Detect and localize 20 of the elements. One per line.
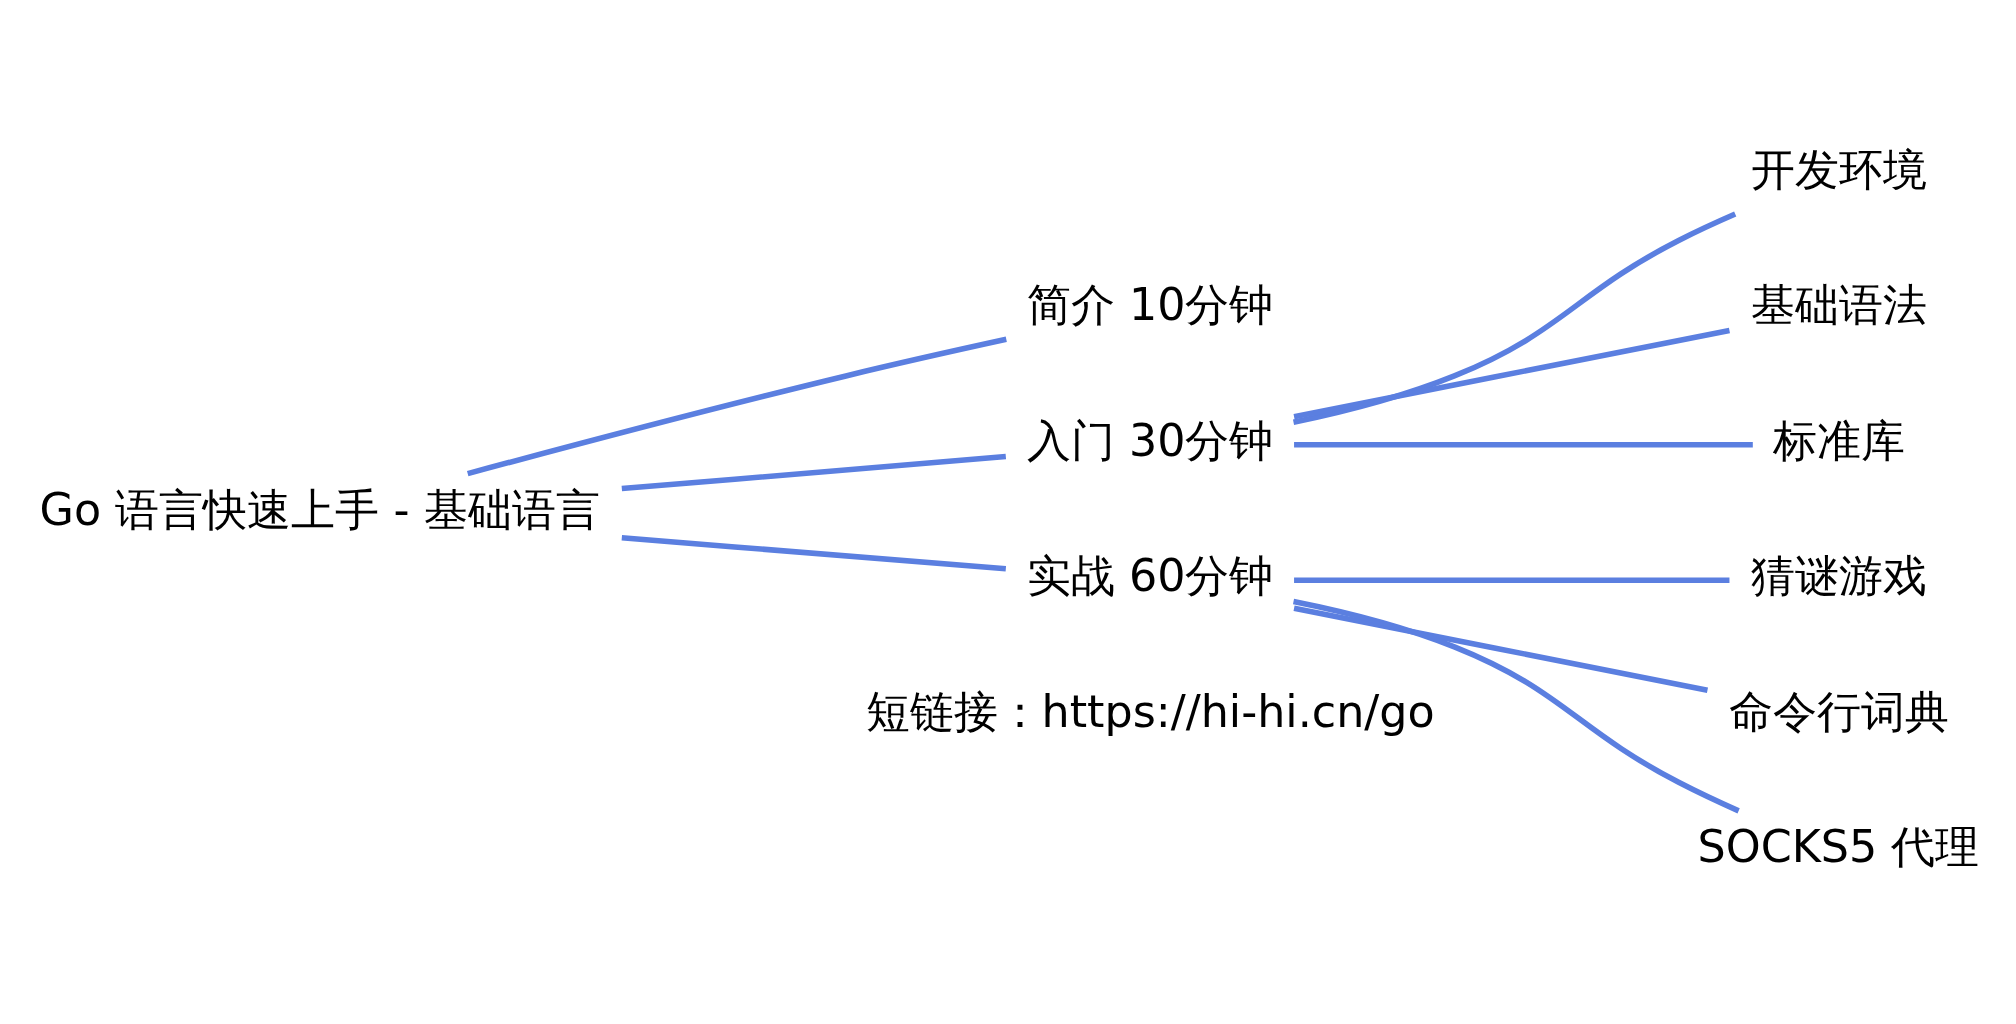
node-text: 命令行词典: [1728, 685, 1949, 737]
connector: [1294, 441, 1753, 448]
node-text: 基础语法: [1750, 278, 1927, 330]
connector: [1292, 211, 1737, 425]
connector: [466, 336, 1007, 476]
connector: [1294, 576, 1730, 583]
connector: [1293, 327, 1730, 419]
label: 短链接：https://hi-hi.cn/go: [865, 685, 1435, 737]
node-text: 实战 60分钟: [1026, 549, 1274, 601]
node-text: 猜谜游戏: [1750, 549, 1927, 601]
node-text: Go 语言快速上手 - 基础语言: [39, 483, 600, 535]
connector: [1292, 598, 1740, 813]
connector: [1293, 605, 1708, 693]
node-text: 标准库: [1772, 414, 1905, 466]
connector: [621, 534, 1007, 572]
node-text: 入门 30分钟: [1026, 414, 1274, 466]
node-text: 简介 10分钟: [1026, 278, 1274, 330]
node-text: 开发环境: [1750, 143, 1927, 195]
connector: [621, 453, 1007, 491]
node-text: SOCKS5 代理: [1697, 820, 1980, 872]
